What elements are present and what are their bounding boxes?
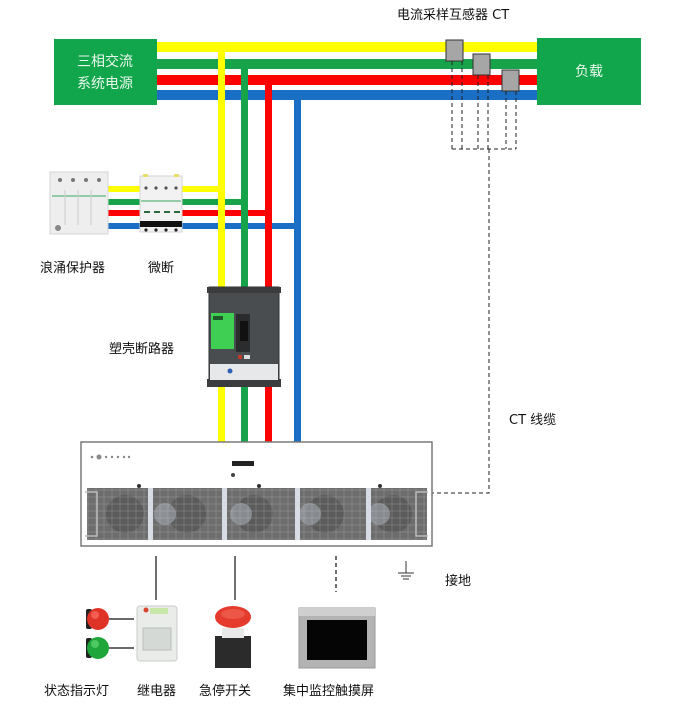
power-source-label-1: 三相交流 <box>77 53 133 70</box>
mcb <box>139 174 183 233</box>
bus-wire-l1 <box>157 42 539 52</box>
main-unit <box>80 441 433 547</box>
control-connections <box>109 556 337 649</box>
drop-l1 <box>218 42 225 442</box>
main-bus <box>157 42 539 100</box>
bus-wire-l2 <box>157 59 539 69</box>
ct-cable-label: CT 线缆 <box>509 412 556 428</box>
load-box <box>537 38 641 105</box>
drop-wires <box>218 42 301 442</box>
status-light-red-icon <box>86 608 109 630</box>
ct-cable <box>432 149 490 494</box>
mcb-label: 微断 <box>148 261 174 276</box>
relay-label: 继电器 <box>137 684 176 699</box>
power-source-label-2: 系统电源 <box>77 76 133 92</box>
ct-leads <box>432 61 517 494</box>
drop-l3 <box>265 85 272 442</box>
emergency-stop-label: 急停开关 <box>199 683 251 699</box>
ct-sensor-label: 电流采样互感器 CT <box>397 7 509 23</box>
branch-n-spd <box>105 223 297 229</box>
relay-icon <box>136 605 178 662</box>
power-source-box <box>54 39 157 105</box>
ct-sensor-l1 <box>445 39 464 62</box>
touch-screen-label: 集中监控触摸屏 <box>283 683 374 699</box>
mccb <box>207 286 281 387</box>
status-light-label: 状态指示灯 <box>44 684 109 699</box>
load-label: 负载 <box>575 64 603 80</box>
surge-protector-label: 浪涌保护器 <box>40 261 105 276</box>
branch-l1-mcb <box>182 186 220 192</box>
mccb-label: 塑壳断路器 <box>109 341 174 357</box>
touch-screen-icon <box>298 607 376 669</box>
branch-l3-spd <box>105 210 269 216</box>
surge-protector <box>49 171 109 235</box>
ground-icon <box>398 561 414 580</box>
ct-sensor-l3 <box>501 69 520 92</box>
drop-l2 <box>241 69 248 442</box>
drop-n <box>294 100 301 442</box>
ct-sensor-l2 <box>472 53 491 76</box>
emergency-stop-icon <box>215 606 251 668</box>
display-badge <box>232 461 254 466</box>
ct-sensors <box>445 39 520 92</box>
bus-wire-l3 <box>157 75 539 85</box>
ground-label: 接地 <box>445 573 471 589</box>
bus-wire-n <box>157 90 539 100</box>
status-light-green-icon <box>86 637 109 659</box>
